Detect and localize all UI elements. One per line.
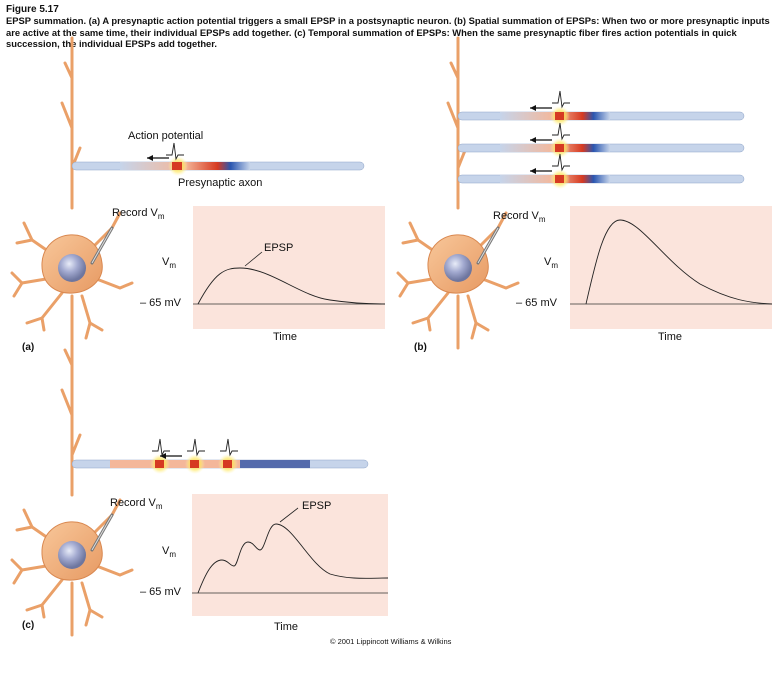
epsp-label-c: EPSP bbox=[302, 500, 332, 512]
copyright-notice: © 2001 Lippincott Williams & Wilkins bbox=[330, 637, 452, 646]
axon-b-2 bbox=[457, 122, 745, 158]
baseline-label-c: – 65 mV bbox=[140, 586, 181, 598]
neuron-b bbox=[396, 36, 520, 350]
plot-area-b bbox=[570, 206, 772, 329]
epsp-label-a: EPSP bbox=[264, 242, 294, 254]
panel-c bbox=[10, 323, 389, 637]
time-axis-label-c: Time bbox=[274, 621, 299, 633]
axon-b-1 bbox=[457, 90, 745, 126]
baseline-label-b: – 65 mV bbox=[516, 297, 557, 309]
figure-caption: EPSP summation. (a) A presynaptic action… bbox=[6, 15, 770, 49]
spike-c-3 bbox=[218, 438, 239, 474]
action-potential-label: Action potential bbox=[128, 130, 204, 142]
neuron-c bbox=[10, 323, 134, 637]
time-axis-label-a: Time bbox=[273, 331, 298, 343]
panel-letter-c: (c) bbox=[22, 620, 35, 631]
neuron-a bbox=[10, 36, 134, 350]
vm-axis-label-b: Vm bbox=[544, 256, 559, 271]
record-vm-label-c: Record Vm bbox=[110, 497, 163, 512]
record-vm-label-a: Record Vm bbox=[112, 207, 165, 222]
plot-area-a bbox=[193, 206, 385, 329]
vm-axis-label-c: Vm bbox=[162, 545, 177, 560]
baseline-label-a: – 65 mV bbox=[140, 297, 181, 309]
plot-area-c bbox=[192, 494, 388, 616]
panel-letter-b: (b) bbox=[414, 342, 427, 353]
spike-c-2 bbox=[185, 438, 206, 474]
presynaptic-axon-label: Presynaptic axon bbox=[178, 177, 263, 189]
panel-letter-a: (a) bbox=[22, 342, 35, 353]
epsp-trace-c bbox=[197, 523, 389, 594]
panel-b bbox=[396, 36, 773, 350]
time-axis-label-b: Time bbox=[658, 331, 683, 343]
panel-a bbox=[10, 36, 386, 350]
epsp-trace-a bbox=[197, 267, 386, 305]
epsp-trace-b bbox=[585, 219, 773, 305]
record-vm-label-b: Record Vm bbox=[493, 210, 546, 225]
axon-b-3 bbox=[457, 153, 745, 189]
vm-axis-label-a: Vm bbox=[162, 256, 177, 271]
figure-label: Figure 5.17 bbox=[6, 4, 59, 15]
spike-c-1 bbox=[150, 438, 183, 474]
